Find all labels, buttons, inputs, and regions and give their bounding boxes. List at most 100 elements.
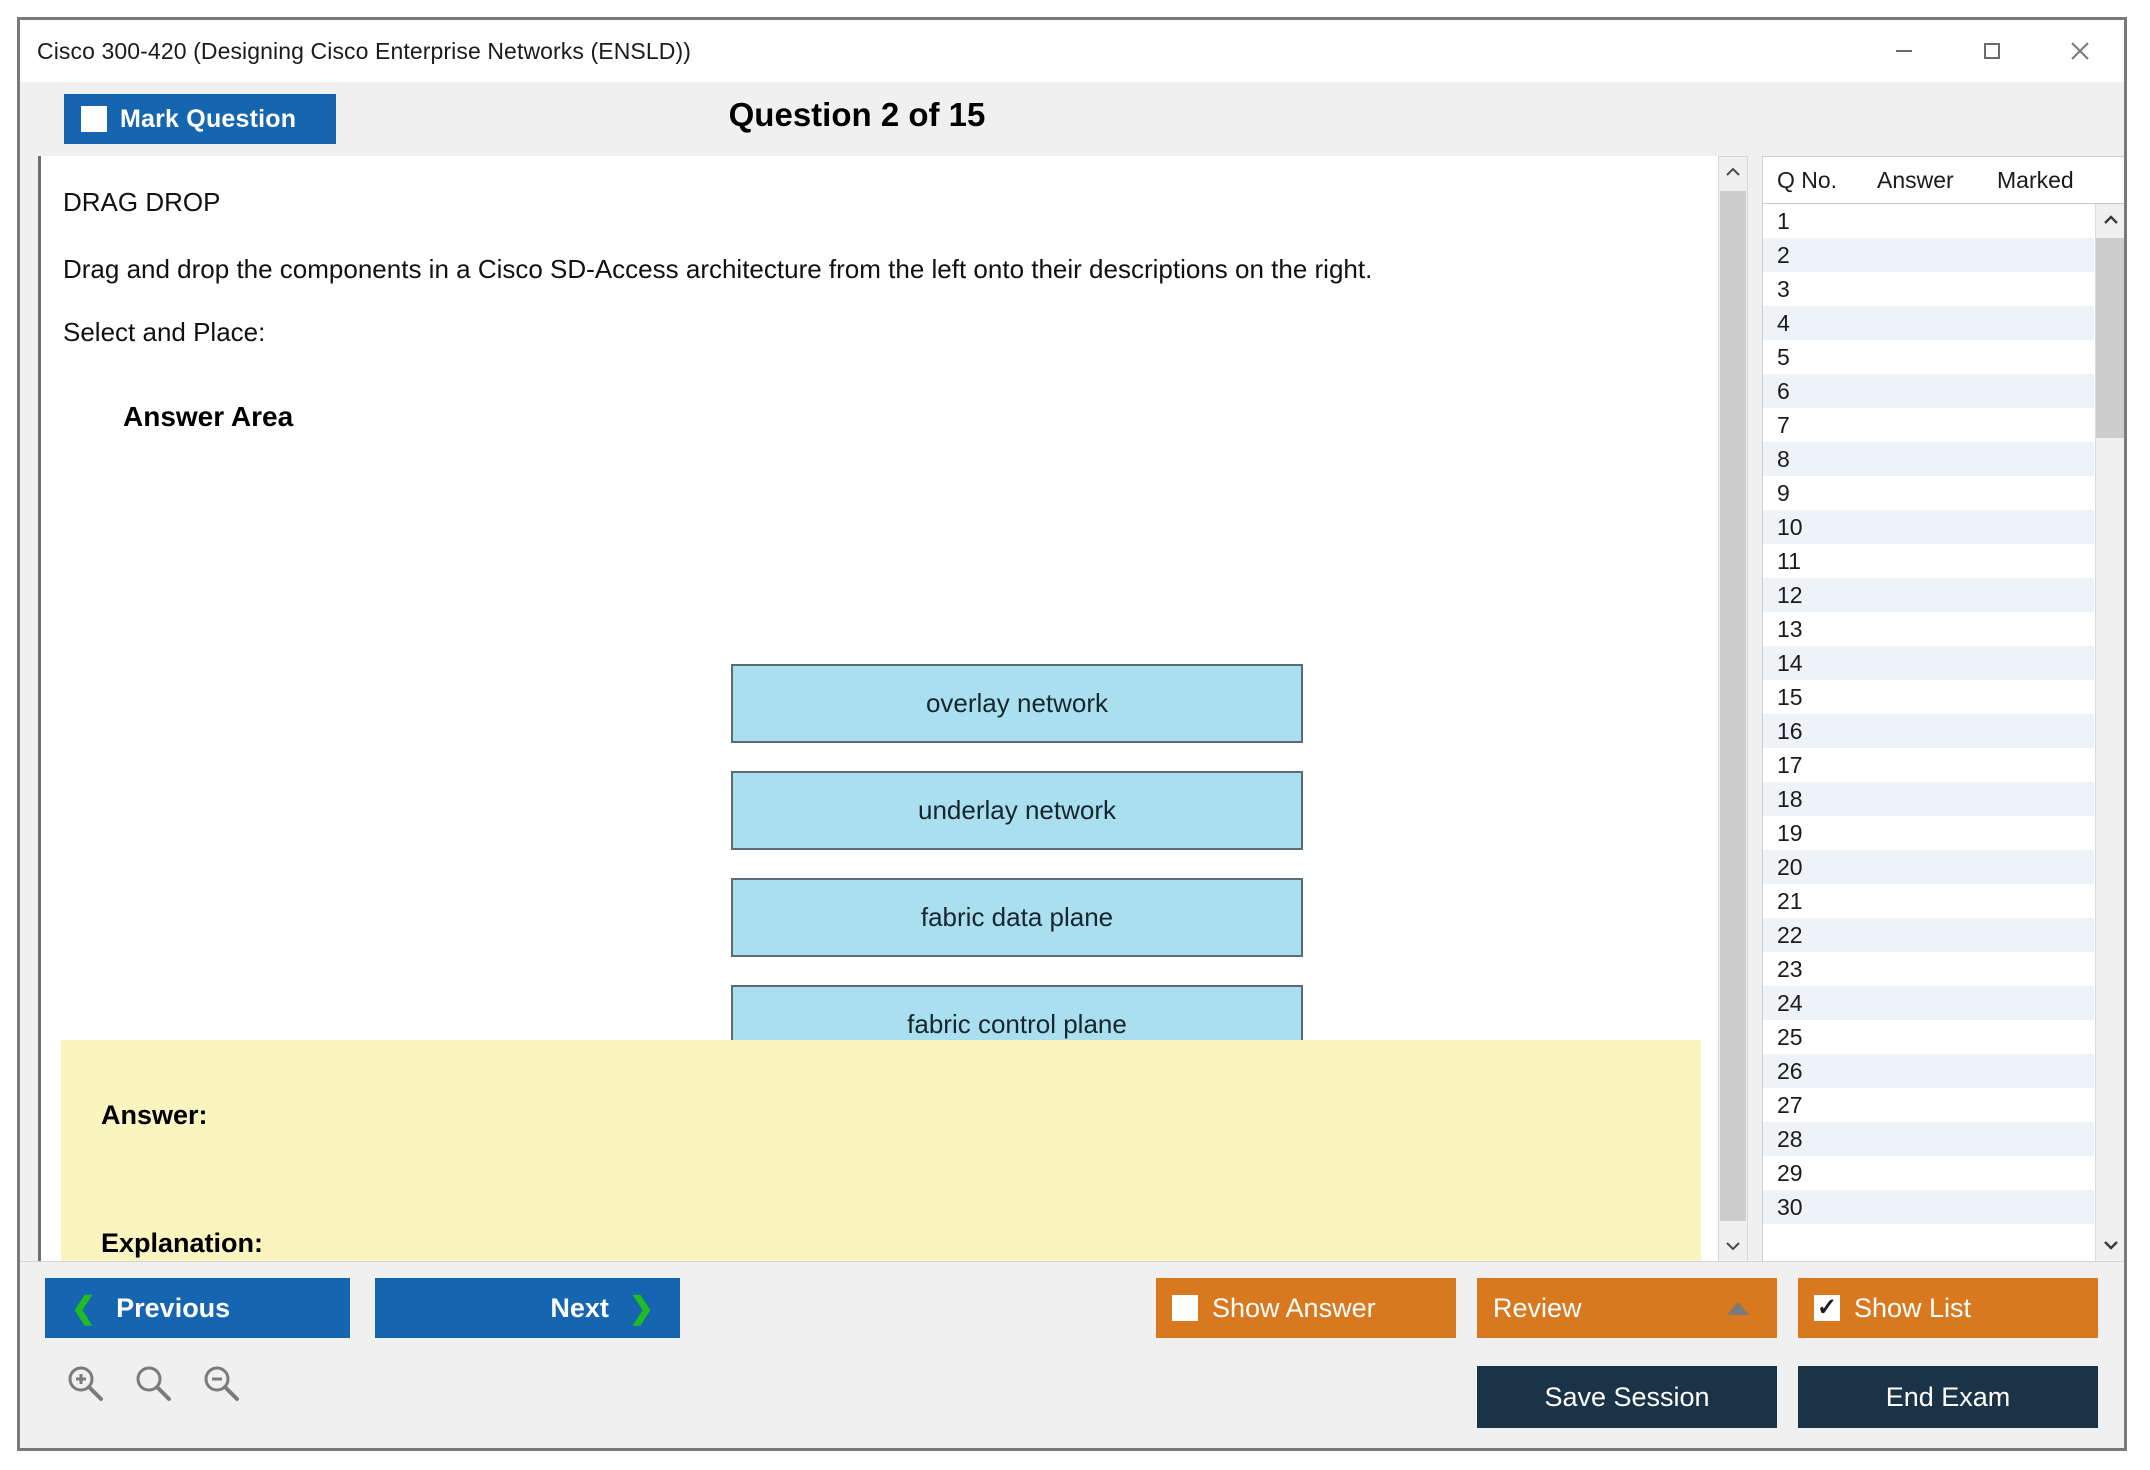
question-list-row[interactable]: 1 [1763, 204, 2094, 238]
question-list-row[interactable]: 28 [1763, 1122, 2094, 1156]
mark-question-checkbox[interactable] [81, 106, 107, 132]
question-list-row[interactable]: 23 [1763, 952, 2094, 986]
minimize-icon [1896, 50, 1912, 52]
question-list-row[interactable]: 30 [1763, 1190, 2094, 1224]
row-question-number: 25 [1777, 1023, 1803, 1050]
list-scroll-thumb[interactable] [2096, 238, 2124, 438]
row-question-number: 3 [1777, 275, 1790, 302]
show-list-button[interactable]: ✓ Show List [1798, 1278, 2098, 1338]
zoom-tools [64, 1362, 242, 1404]
zoom-reset-icon[interactable] [132, 1362, 174, 1404]
chevron-up-icon [1726, 167, 1740, 176]
question-type-label: DRAG DROP [63, 187, 221, 217]
save-session-button[interactable]: Save Session [1477, 1366, 1777, 1428]
content-scrollbar[interactable] [1718, 156, 1748, 1262]
content-scroll-down-button[interactable] [1719, 1231, 1747, 1261]
previous-button[interactable]: ❮ Previous [45, 1278, 350, 1338]
show-answer-button[interactable]: Show Answer [1156, 1278, 1456, 1338]
row-question-number: 1 [1777, 207, 1790, 234]
question-list-row[interactable]: 8 [1763, 442, 2094, 476]
zoom-out-icon[interactable] [200, 1362, 242, 1404]
row-question-number: 26 [1777, 1057, 1803, 1084]
triangle-up-icon [1727, 1301, 1749, 1315]
drag-item[interactable]: fabric data plane [731, 878, 1303, 957]
list-scroll-down-button[interactable] [2096, 1229, 2124, 1261]
end-exam-button[interactable]: End Exam [1798, 1366, 2098, 1428]
question-list-row[interactable]: 18 [1763, 782, 2094, 816]
row-question-number: 6 [1777, 377, 1790, 404]
question-list-row[interactable]: 3 [1763, 272, 2094, 306]
zoom-in-icon[interactable] [64, 1362, 106, 1404]
previous-label: Previous [116, 1292, 231, 1323]
next-button[interactable]: Next ❯ [375, 1278, 680, 1338]
question-list-row[interactable]: 22 [1763, 918, 2094, 952]
drag-item-stack: overlay network underlay network fabric … [731, 664, 1303, 1064]
question-list-row[interactable]: 15 [1763, 680, 2094, 714]
row-question-number: 20 [1777, 853, 1803, 880]
chevron-down-icon [1726, 1242, 1740, 1251]
question-list-row[interactable]: 7 [1763, 408, 2094, 442]
drag-item[interactable]: overlay network [731, 664, 1303, 743]
row-question-number: 28 [1777, 1125, 1803, 1152]
row-question-number: 24 [1777, 989, 1803, 1016]
review-dropdown-button[interactable]: Review [1477, 1278, 1777, 1338]
row-question-number: 19 [1777, 819, 1803, 846]
question-list-row[interactable]: 29 [1763, 1156, 2094, 1190]
question-list-row[interactable]: 13 [1763, 612, 2094, 646]
close-icon [2071, 42, 2089, 60]
chevron-right-icon: ❯ [628, 1291, 654, 1325]
question-list-row[interactable]: 26 [1763, 1054, 2094, 1088]
question-list-row[interactable]: 5 [1763, 340, 2094, 374]
question-content-pane: DRAG DROP Drag and drop the components i… [38, 156, 1718, 1262]
title-bar: Cisco 300-420 (Designing Cisco Enterpris… [20, 20, 2124, 82]
row-question-number: 11 [1777, 547, 1801, 574]
content-scroll-thumb[interactable] [1720, 191, 1746, 1221]
content-scroll-up-button[interactable] [1719, 157, 1747, 187]
question-list-scrollbar[interactable] [2095, 204, 2124, 1261]
row-question-number: 13 [1777, 615, 1803, 642]
close-button[interactable] [2036, 20, 2124, 82]
question-instruction: Select and Place: [63, 317, 266, 347]
row-question-number: 16 [1777, 717, 1803, 744]
question-list-row[interactable]: 16 [1763, 714, 2094, 748]
row-question-number: 17 [1777, 751, 1803, 778]
show-list-checkbox[interactable]: ✓ [1814, 1295, 1840, 1321]
question-list-row[interactable]: 14 [1763, 646, 2094, 680]
question-list-row[interactable]: 25 [1763, 1020, 2094, 1054]
question-list-row[interactable]: 11 [1763, 544, 2094, 578]
question-list-row[interactable]: 27 [1763, 1088, 2094, 1122]
next-label: Next [550, 1292, 609, 1323]
chevron-up-icon [2104, 215, 2118, 224]
show-answer-checkbox[interactable] [1172, 1295, 1198, 1321]
question-list-row[interactable]: 17 [1763, 748, 2094, 782]
question-list-row[interactable]: 2 [1763, 238, 2094, 272]
question-list-row[interactable]: 19 [1763, 816, 2094, 850]
end-exam-label: End Exam [1885, 1381, 2011, 1412]
drag-item[interactable]: underlay network [731, 771, 1303, 850]
row-question-number: 18 [1777, 785, 1803, 812]
question-list-row[interactable]: 4 [1763, 306, 2094, 340]
answer-explanation-panel: Answer: Explanation: [61, 1040, 1701, 1262]
question-list-row[interactable]: 24 [1763, 986, 2094, 1020]
row-question-number: 27 [1777, 1091, 1803, 1118]
window-title: Cisco 300-420 (Designing Cisco Enterpris… [37, 37, 691, 64]
question-list-row[interactable]: 20 [1763, 850, 2094, 884]
footer-toolbar: ❮ Previous Next ❯ Show Answer Review ✓ S… [20, 1261, 2124, 1448]
question-list-row[interactable]: 21 [1763, 884, 2094, 918]
row-question-number: 4 [1777, 309, 1790, 336]
maximize-button[interactable] [1948, 20, 2036, 82]
list-scroll-up-button[interactable] [2096, 204, 2124, 236]
minimize-button[interactable] [1860, 20, 1948, 82]
question-list-row[interactable]: 10 [1763, 510, 2094, 544]
maximize-icon [1984, 43, 2000, 59]
question-list-row[interactable]: 9 [1763, 476, 2094, 510]
show-answer-label: Show Answer [1212, 1292, 1376, 1323]
row-question-number: 9 [1777, 479, 1790, 506]
save-session-label: Save Session [1544, 1381, 1710, 1412]
question-list-row[interactable]: 12 [1763, 578, 2094, 612]
row-question-number: 29 [1777, 1159, 1803, 1186]
column-header-qno: Q No. [1777, 166, 1838, 193]
question-list-row[interactable]: 6 [1763, 374, 2094, 408]
mark-question-button[interactable]: Mark Question [64, 94, 336, 144]
